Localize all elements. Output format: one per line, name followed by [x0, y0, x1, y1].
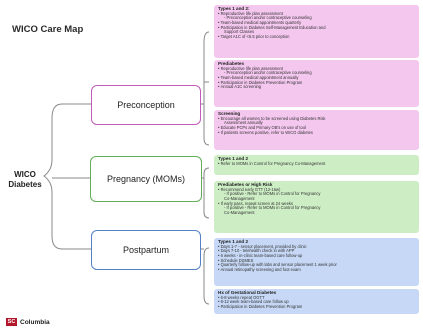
- box-item: Participation in Diabetes Prevention Pro…: [218, 304, 415, 310]
- root-bracket: [43, 103, 90, 250]
- box-item: Team-based medical appointments quarterl…: [218, 20, 415, 26]
- box-item: Reproductive life plan assessment: [218, 11, 415, 17]
- box-preconception-screening: ScreeningEncourage all women to be scree…: [214, 110, 419, 150]
- box-item: Co-Management: [224, 210, 255, 216]
- box-item: Days 1-7 - sensor placement, provided by…: [218, 244, 415, 250]
- box-item: Co-Management: [224, 196, 255, 201]
- box-item: 6 weeks - in-clinic team-based care foll…: [218, 253, 415, 259]
- box-heading: Screening: [218, 111, 241, 116]
- box-item: Annual A1C screening: [218, 85, 415, 90]
- box-item: - Preconception and/or contraceptive cou…: [224, 70, 312, 76]
- box-heading: Hx of Gestational Diabetes: [218, 290, 277, 295]
- box-heading: Prediabetes: [218, 61, 245, 66]
- node-postpartum: Postpartum: [91, 230, 201, 270]
- box-item: Recommend early GTT (12-16w): [218, 187, 415, 193]
- box-pregnancy-types12: Types 1 and 2Refer to MOMs in Control fo…: [214, 155, 419, 175]
- box-item: Schedule DSMES: [218, 258, 415, 264]
- footer-brand: SC Columbia: [6, 318, 50, 326]
- box-item: If patients screens positive, refer to W…: [218, 130, 415, 136]
- box-item: Encourage all women to be screened using…: [218, 116, 415, 122]
- box-item: Days 7-10 - telehealth check in with APP: [218, 249, 415, 254]
- box-item: - If positive - Refer to MOMs in Control…: [224, 205, 321, 211]
- node-preconception: Preconception: [91, 85, 201, 125]
- box-heading: Types 1 and 2:: [218, 6, 250, 11]
- box-item: Reproductive life plan assessment: [218, 66, 415, 72]
- box-item: Participation in Diabetes Self-Managemen…: [218, 25, 415, 31]
- box-item: Quarterly follow-up with labs and sensor…: [218, 263, 415, 268]
- root-node-wico-diabetes: WICO Diabetes: [8, 170, 42, 189]
- box-item: - If positive - Refer to MOMs in Control…: [224, 191, 321, 197]
- box-item: Target A1C of <6.5 prior to conception: [218, 34, 415, 40]
- box-heading: Types 1 and 2: [218, 239, 249, 244]
- box-item: 8-12 week team-based care follow up: [218, 300, 415, 305]
- box-heading: Types 1 and 2: [218, 156, 249, 161]
- node-pregnancy: Pregnancy (MOMs): [90, 156, 202, 202]
- box-postpartum-types12: Types 1 and 2Days 1-7 - sensor placement…: [214, 238, 419, 286]
- box-postpartum-gestational: Hx of Gestational Diabetes6-8 weeks repe…: [214, 289, 419, 314]
- box-preconception-prediabetes: PrediabetesReproductive life plan assess…: [214, 60, 419, 107]
- footer-org-name: Columbia: [20, 318, 50, 326]
- page-title: WICO Care Map: [12, 24, 84, 35]
- box-item: Participation in Diabetes Prevention Pro…: [218, 80, 415, 86]
- box-pregnancy-highrisk: Prediabetes or High RiskRecommend early …: [214, 181, 419, 233]
- box-item: Educate PCPs and Primary OB's on use of …: [218, 125, 415, 131]
- box-heading: Prediabetes or High Risk: [218, 182, 273, 187]
- box-item: 6-8 weeks repeat OGTT: [218, 295, 415, 301]
- box-item: - Preconception and/or contraceptive cou…: [224, 15, 312, 21]
- box-item: Assessment annually: [224, 120, 263, 126]
- box-item: Refer to MOMs in Control for Pregnancy C…: [218, 161, 415, 167]
- box-item: Annual retinopathy screening and foot ex…: [218, 267, 415, 273]
- columbia-logo-icon: SC: [6, 318, 17, 326]
- box-item: Support Classes: [224, 29, 255, 35]
- box-preconception-types12: Types 1 and 2:Reproductive life plan ass…: [214, 5, 419, 58]
- box-item: If early pass, repeat screen at 24 weeks: [218, 201, 415, 207]
- box-item: Team-based medical appointment annually: [218, 75, 415, 81]
